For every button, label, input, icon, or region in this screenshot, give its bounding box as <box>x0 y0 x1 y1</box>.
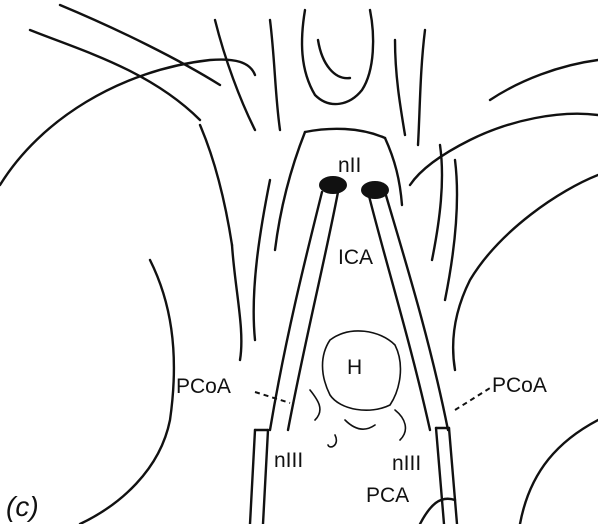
left-carotid-opening <box>319 176 347 194</box>
lower-left-contour <box>80 260 174 524</box>
left-upper-contour <box>30 30 200 120</box>
right-vessel-branch-b <box>445 160 457 300</box>
chiasm-right-side <box>385 138 402 205</box>
ica-label: ICA <box>338 246 373 269</box>
left-oculomotor-outer <box>250 430 255 524</box>
left-oculomotor-inner <box>263 430 268 524</box>
panel-label: (c) <box>6 491 39 522</box>
right-anterior-vessel-2 <box>418 30 425 145</box>
left-pcoa-dash <box>255 392 290 403</box>
chiasm-left-side <box>275 132 305 250</box>
right-carotid-opening <box>361 181 389 199</box>
optic-nerve-label: nII <box>338 154 361 177</box>
right-pcoa-dash <box>455 388 490 410</box>
right-anterior-vessel <box>395 40 405 135</box>
right-temporal-curve <box>453 175 598 370</box>
right-frontal-lobe-outline <box>410 114 598 185</box>
pca-label: PCA <box>366 484 409 507</box>
left-pcoa-label: PCoA <box>176 375 231 398</box>
center-vessel-left <box>318 40 350 78</box>
right-oculomotor-inner <box>449 428 457 524</box>
right-oculomotor-label: nIII <box>392 452 421 475</box>
right-pcoa-label: PCoA <box>492 374 547 397</box>
left-anterior-vessel-2 <box>270 20 280 130</box>
left-anterior-vessel <box>215 20 255 130</box>
pca-curve <box>420 499 455 524</box>
right-oculomotor-outer <box>436 428 444 524</box>
left-vessel-branch-a <box>200 125 232 245</box>
h-label: H <box>347 356 362 379</box>
right-upper-contour <box>490 60 598 100</box>
left-top-contour <box>60 5 220 85</box>
lower-right-contour <box>520 420 598 524</box>
left-carotid-wall <box>254 180 270 340</box>
h-region-detail <box>310 390 405 447</box>
center-vessel-loop <box>302 10 373 104</box>
left-oculomotor-label: nIII <box>274 449 303 472</box>
chiasm-top <box>305 129 385 138</box>
left-frontal-lobe-outline <box>0 60 255 185</box>
left-vessel-branch-b <box>232 245 241 360</box>
